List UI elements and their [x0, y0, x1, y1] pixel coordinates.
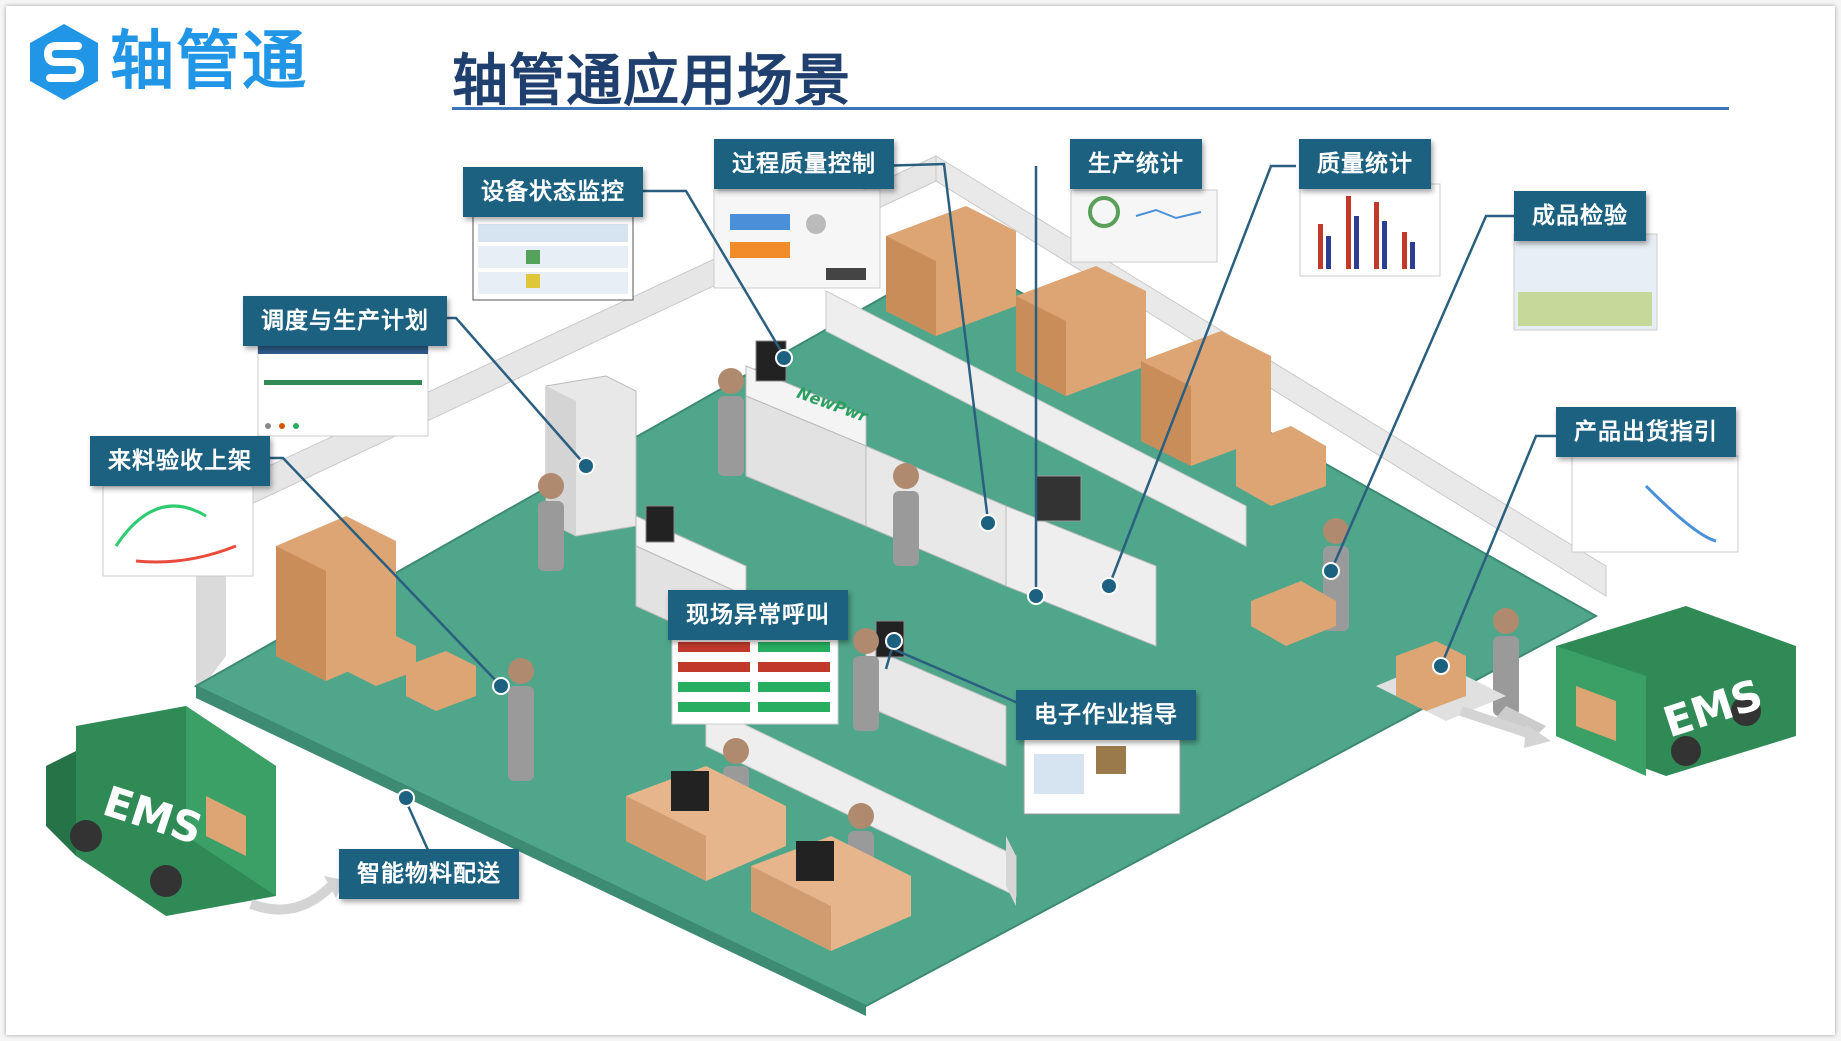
- ems-truck-right: EMS: [1556, 606, 1796, 776]
- outbound-arrow: [1459, 706, 1533, 739]
- brand-logo: 轴管通: [28, 22, 308, 102]
- label-production-stats[interactable]: 生产统计: [1070, 139, 1202, 189]
- thumb-andon: [671, 633, 839, 725]
- label-device-monitor[interactable]: 设备状态监控: [463, 167, 643, 217]
- ems-truck-left: EMS: [46, 706, 276, 916]
- thumb-device-monitor: [472, 215, 634, 301]
- label-product-inspection-text: 成品检验: [1532, 203, 1628, 229]
- label-material-delivery[interactable]: 智能物料配送: [339, 849, 519, 899]
- thumb-work-instruction: [1023, 737, 1181, 815]
- label-andon-call[interactable]: 现场异常呼叫: [668, 590, 848, 640]
- label-shipping-guide[interactable]: 产品出货指引: [1556, 407, 1736, 457]
- label-incoming-inspection[interactable]: 来料验收上架: [90, 436, 270, 486]
- label-work-instruction[interactable]: 电子作业指导: [1016, 690, 1196, 740]
- brand-name: 轴管通: [110, 25, 308, 99]
- brand-s-icon: [30, 24, 98, 100]
- label-scheduling-text: 调度与生产计划: [261, 308, 429, 334]
- shipping-area: [1251, 581, 1546, 736]
- connector-dots: [397, 349, 1450, 807]
- label-andon-call-text: 现场异常呼叫: [686, 602, 830, 628]
- label-quality-stats[interactable]: 质量统计: [1299, 139, 1431, 189]
- thumb-production-stats: [1070, 189, 1218, 263]
- label-scheduling[interactable]: 调度与生产计划: [243, 296, 447, 346]
- incoming-boxes: [276, 516, 476, 711]
- label-production-stats-text: 生产统计: [1088, 151, 1184, 177]
- slide: 轴管通 轴管通应用场景: [6, 6, 1835, 1035]
- label-material-delivery-text: 智能物料配送: [357, 861, 501, 887]
- label-quality-control[interactable]: 过程质量控制: [714, 139, 894, 189]
- thumb-product-inspection: [1513, 233, 1658, 331]
- thumb-quality-stats: [1299, 183, 1441, 277]
- label-shipping-guide-text: 产品出货指引: [1574, 419, 1718, 445]
- thumb-incoming: [102, 485, 254, 577]
- thumb-shipping: [1571, 455, 1739, 553]
- inbound-arrow: [249, 882, 335, 915]
- page-title: 轴管通应用场景: [452, 49, 851, 114]
- label-quality-control-text: 过程质量控制: [732, 151, 876, 177]
- label-work-instruction-text: 电子作业指导: [1034, 702, 1178, 728]
- label-incoming-inspection-text: 来料验收上架: [108, 448, 252, 474]
- thumb-scheduling: [257, 345, 429, 437]
- thumb-quality-control: [713, 189, 881, 289]
- floor-edge: [196, 686, 866, 1016]
- label-quality-stats-text: 质量统计: [1317, 151, 1413, 177]
- factory-scene: EMS EMS: [46, 155, 1796, 1016]
- tower-machine: [545, 375, 637, 537]
- label-product-inspection[interactable]: 成品检验: [1514, 191, 1646, 241]
- warehouse-boxes: [886, 206, 1326, 506]
- label-device-monitor-text: 设备状态监控: [481, 179, 625, 205]
- partition-mid-side: [1006, 836, 1016, 906]
- title-underline: [452, 107, 1729, 110]
- office-desks: [626, 766, 911, 951]
